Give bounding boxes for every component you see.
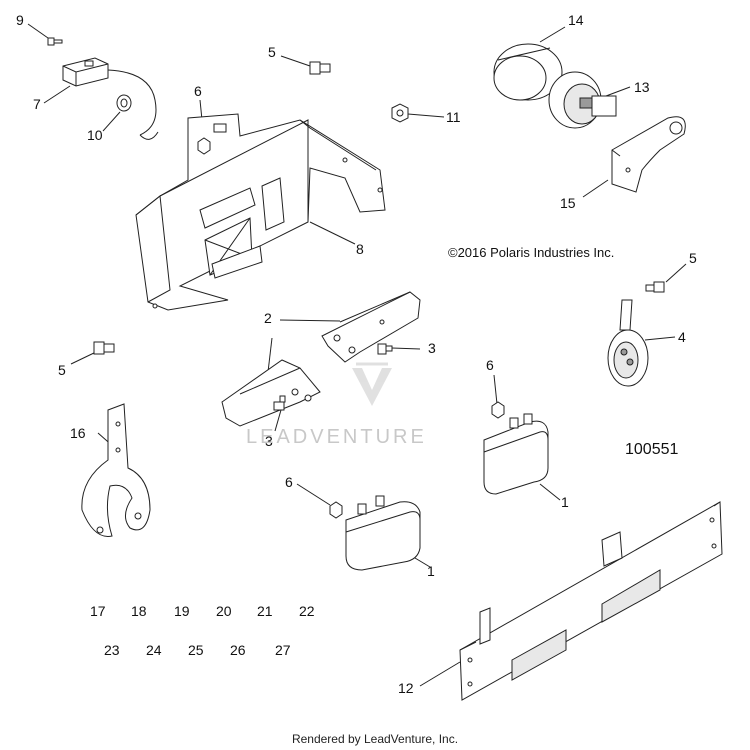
ref-number-26: 26 bbox=[230, 642, 246, 658]
watermark-logo-icon bbox=[352, 362, 392, 406]
nut-6b-icon bbox=[491, 401, 505, 419]
callout-10: 10 bbox=[87, 127, 103, 143]
diagram-id: 100551 bbox=[625, 441, 679, 458]
ref-number-18: 18 bbox=[131, 603, 147, 619]
callout-5c: 5 bbox=[58, 362, 66, 378]
callout-5b: 5 bbox=[689, 250, 697, 266]
ref-number-19: 19 bbox=[174, 603, 190, 619]
callout-8: 8 bbox=[356, 241, 364, 257]
callout-6a: 6 bbox=[194, 83, 202, 99]
ref-number-22: 22 bbox=[299, 603, 315, 619]
bracket-2a-icon bbox=[321, 291, 421, 363]
bracket-2b-icon bbox=[221, 359, 321, 427]
ring-14-icon bbox=[493, 43, 563, 101]
nut-10-icon bbox=[116, 94, 132, 112]
callout-3a: 3 bbox=[428, 340, 436, 356]
ref-number-17: 17 bbox=[90, 603, 106, 619]
bolt-5c-icon bbox=[93, 341, 115, 355]
screw-9-icon bbox=[47, 37, 63, 46]
main-bracket-8-icon bbox=[135, 113, 386, 311]
callout-2: 2 bbox=[264, 310, 272, 326]
ref-number-24: 24 bbox=[146, 642, 162, 658]
callout-14: 14 bbox=[568, 12, 584, 28]
copyright-notice: ©2016 Polaris Industries Inc. bbox=[448, 245, 615, 260]
footer-credit: Rendered by LeadVenture, Inc. bbox=[291, 732, 459, 746]
callout-16: 16 bbox=[70, 425, 86, 441]
ref-number-21: 21 bbox=[257, 603, 273, 619]
callout-15: 15 bbox=[560, 195, 576, 211]
watermark-text: LEADVENTURE bbox=[246, 426, 427, 448]
callout-13: 13 bbox=[634, 79, 650, 95]
plate-bracket-12-icon bbox=[459, 501, 723, 701]
callout-6c: 6 bbox=[285, 474, 293, 490]
ref-number-25: 25 bbox=[188, 642, 204, 658]
callout-12: 12 bbox=[398, 680, 414, 696]
screw-3b-icon bbox=[273, 395, 286, 411]
callout-9: 9 bbox=[16, 12, 24, 28]
bolt-5a-icon bbox=[309, 61, 331, 75]
nut-6c-icon bbox=[329, 501, 343, 519]
callout-5a: 5 bbox=[268, 44, 276, 60]
bracket-15-icon bbox=[611, 116, 686, 193]
nut-11-icon bbox=[391, 103, 409, 123]
horn-13-icon bbox=[548, 71, 617, 129]
horn-4-icon bbox=[607, 299, 649, 387]
callout-6b: 6 bbox=[486, 357, 494, 373]
callout-1a: 1 bbox=[561, 494, 569, 510]
bracket-16-icon bbox=[81, 403, 151, 537]
screw-3a-icon bbox=[377, 343, 393, 355]
ref-number-27: 27 bbox=[275, 642, 291, 658]
ref-number-23: 23 bbox=[104, 642, 120, 658]
callout-7: 7 bbox=[33, 96, 41, 112]
lamp-1b-icon bbox=[345, 495, 421, 571]
lamp-1a-icon bbox=[483, 413, 549, 495]
nut-6a-icon bbox=[197, 137, 211, 155]
callout-3b: 3 bbox=[265, 433, 273, 449]
license-light-7-icon bbox=[62, 57, 159, 140]
ref-number-20: 20 bbox=[216, 603, 232, 619]
bolt-5b-icon bbox=[645, 281, 665, 293]
callout-1b: 1 bbox=[427, 563, 435, 579]
callout-11: 11 bbox=[446, 109, 461, 125]
callout-4: 4 bbox=[678, 329, 686, 345]
